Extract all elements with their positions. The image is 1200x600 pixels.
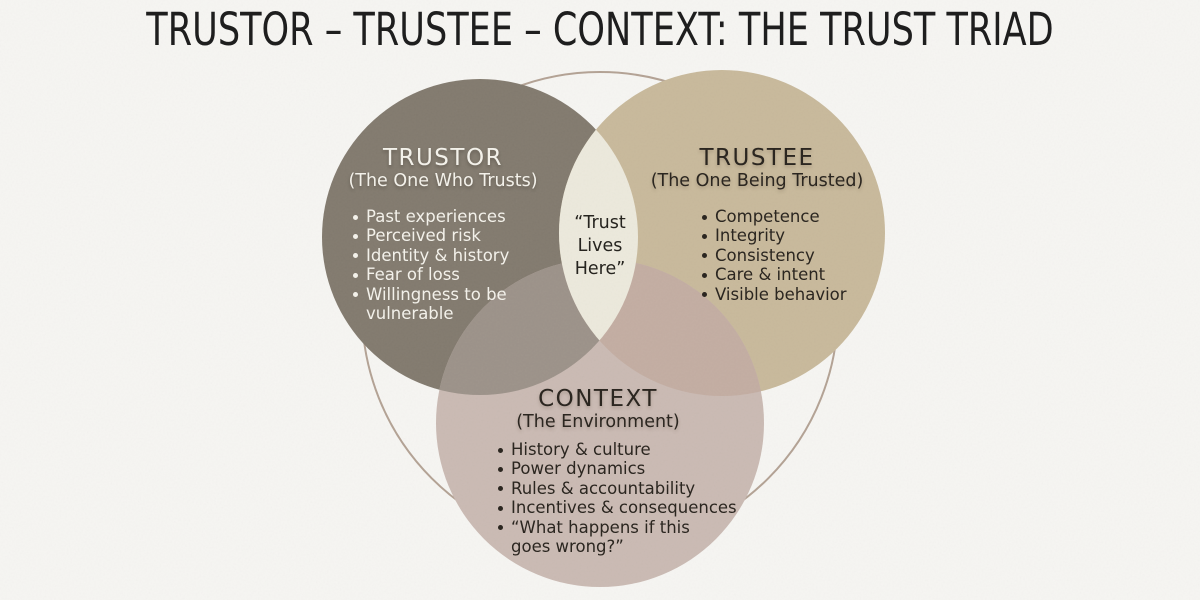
context-bullet: Power dynamics <box>497 459 797 478</box>
center-label: “Trust Lives Here” <box>574 213 626 279</box>
trustor-bullet: Identity & history <box>352 246 542 265</box>
context-subtitle: (The Environment) <box>516 412 680 432</box>
context-bullet: “What happens if this goes wrong?” <box>497 518 797 557</box>
trustee-title: TRUSTEE <box>699 145 815 171</box>
page-title: TRUSTOR – TRUSTEE – CONTEXT: THE TRUST T… <box>146 3 1054 56</box>
trustor-title: TRUSTOR <box>382 145 504 171</box>
trustor-subtitle: (The One Who Trusts) <box>348 171 538 191</box>
trustee-bullet: Competence <box>701 207 901 226</box>
trustor-bullet: Fear of loss <box>352 265 542 284</box>
context-title: CONTEXT <box>538 386 658 412</box>
context-bullet: Incentives & consequences <box>497 498 797 517</box>
trustor-bullet: Perceived risk <box>352 226 542 245</box>
trustor-bullet-list: Past experiences Perceived risk Identity… <box>352 207 542 323</box>
trustee-subtitle: (The One Being Trusted) <box>650 171 864 191</box>
context-bullet: Rules & accountability <box>497 479 797 498</box>
trustee-bullet: Consistency <box>701 246 901 265</box>
trustor-bullet: Past experiences <box>352 207 542 226</box>
trustee-bullet: Care & intent <box>701 265 901 284</box>
context-bullet-list: History & culture Power dynamics Rules &… <box>497 440 797 556</box>
context-bullet: History & culture <box>497 440 797 459</box>
trustee-bullet: Integrity <box>701 226 901 245</box>
trustee-bullet-list: Competence Integrity Consistency Care & … <box>701 207 901 304</box>
trustee-bullet: Visible behavior <box>701 285 901 304</box>
trustor-bullet: Willingness to be vulnerable <box>352 285 542 324</box>
